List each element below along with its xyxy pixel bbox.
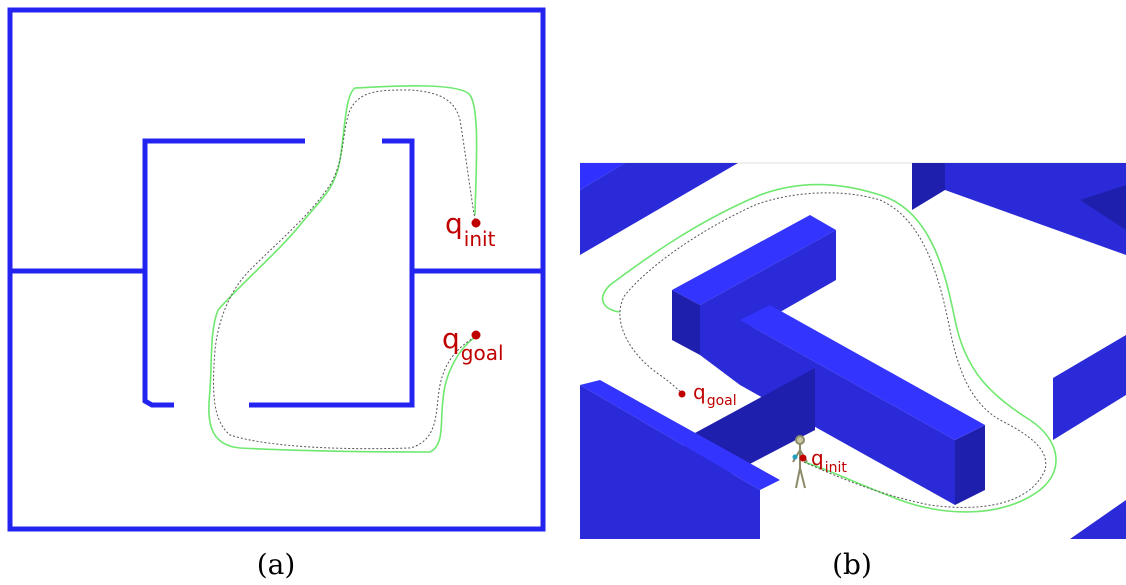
wall-center-face-end <box>955 425 985 505</box>
green-trajectory-3d <box>601 183 1057 513</box>
wall-center-end <box>672 290 700 355</box>
wall-right-bottom <box>1070 500 1126 539</box>
dotted-trajectory <box>213 89 478 450</box>
panel-b: qinit qgoal (b) <box>580 162 1126 581</box>
init-marker <box>471 218 481 228</box>
goal-label-a: qgoal <box>442 322 504 365</box>
init-marker-3d <box>799 454 807 462</box>
humanoid-figure <box>792 435 808 489</box>
goal-marker-3d <box>678 390 686 398</box>
caption-b: (b) <box>832 548 872 581</box>
wall-top-right-end <box>912 163 945 210</box>
wall-far-right-corner <box>1080 185 1126 230</box>
wall-bottom-left-top <box>580 380 780 490</box>
init-label-a: qinit <box>445 207 496 251</box>
wall-top-left-side <box>580 163 738 255</box>
caption-a: (a) <box>257 548 296 581</box>
goal-marker <box>471 330 481 340</box>
init-label-b: qinit <box>811 446 847 476</box>
hand-marker <box>792 454 798 460</box>
goal-label-b: qgoal <box>693 380 737 409</box>
panel-a: qinit qgoal (a) <box>7 7 546 581</box>
inner-wall-left <box>142 138 305 408</box>
wall-right-middle <box>1053 335 1126 440</box>
wall-center-top-a <box>672 215 836 305</box>
dotted-trajectory-3d <box>619 192 1047 508</box>
wall-bottom-left <box>580 385 760 539</box>
wall-center-face-b <box>740 320 955 505</box>
inner-wall-right <box>249 138 415 408</box>
green-trajectory <box>208 85 478 453</box>
wall-top-right-side <box>945 163 1126 255</box>
wall-center-top-b <box>740 305 985 440</box>
